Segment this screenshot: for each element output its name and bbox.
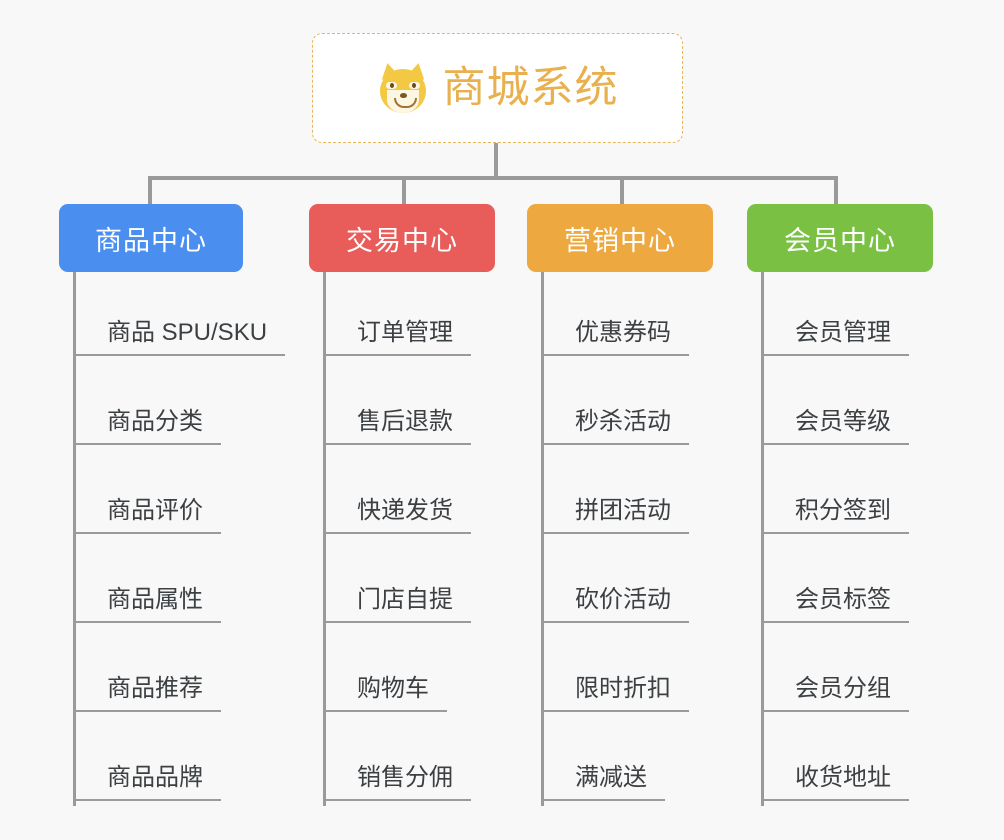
leaf-item[interactable]: 满减送 (527, 717, 713, 806)
connector-drop-1 (148, 176, 152, 208)
root-title: 商城系统 (442, 63, 619, 112)
leaf-list-2: 订单管理售后退款快递发货门店自提购物车销售分佣 (309, 272, 495, 806)
branch-spine-4 (761, 272, 764, 806)
leaf-label: 会员管理 (763, 319, 909, 356)
leaf-label: 售后退款 (325, 408, 471, 445)
leaf-label: 会员标签 (763, 586, 909, 623)
leaf-item[interactable]: 订单管理 (309, 272, 495, 361)
leaf-item[interactable]: 会员标签 (747, 539, 933, 628)
leaf-label: 商品评价 (75, 497, 221, 534)
leaf-item[interactable]: 优惠券码 (527, 272, 713, 361)
leaf-item[interactable]: 会员分组 (747, 628, 933, 717)
leaf-item[interactable]: 收货地址 (747, 717, 933, 806)
leaf-item[interactable]: 商品评价 (59, 450, 243, 539)
leaf-label: 砍价活动 (543, 586, 689, 623)
branch-header-3[interactable]: 营销中心 (527, 204, 713, 272)
leaf-label: 商品分类 (75, 408, 221, 445)
leaf-label: 商品推荐 (75, 675, 221, 712)
branch-column-3: 营销中心优惠券码秒杀活动拼团活动砍价活动限时折扣满减送 (527, 204, 713, 806)
leaf-item[interactable]: 商品属性 (59, 539, 243, 628)
leaf-label: 秒杀活动 (543, 408, 689, 445)
branch-spine-2 (323, 272, 326, 806)
leaf-label: 快递发货 (325, 497, 471, 534)
leaf-item[interactable]: 商品 SPU/SKU (59, 272, 286, 361)
leaf-list-3: 优惠券码秒杀活动拼团活动砍价活动限时折扣满减送 (527, 272, 713, 806)
leaf-item[interactable]: 销售分佣 (309, 717, 495, 806)
leaf-label: 满减送 (543, 764, 665, 801)
leaf-item[interactable]: 会员管理 (747, 272, 933, 361)
leaf-label: 优惠券码 (543, 319, 689, 356)
leaf-label: 拼团活动 (543, 497, 689, 534)
branch-column-2: 交易中心订单管理售后退款快递发货门店自提购物车销售分佣 (309, 204, 495, 806)
leaf-item[interactable]: 商品推荐 (59, 628, 243, 717)
leaf-item[interactable]: 限时折扣 (527, 628, 713, 717)
leaf-item[interactable]: 门店自提 (309, 539, 495, 628)
leaf-item[interactable]: 售后退款 (309, 361, 495, 450)
connector-horizontal-bus (148, 176, 836, 180)
root-node[interactable]: 商城系统 (312, 33, 683, 143)
connector-root-stem (494, 143, 498, 179)
branch-column-1: 商品中心商品 SPU/SKU 商品分类商品评价商品属性商品推荐商品品牌 (59, 204, 286, 806)
leaf-item[interactable]: 快递发货 (309, 450, 495, 539)
leaf-label: 积分签到 (763, 497, 909, 534)
leaf-label: 商品品牌 (75, 764, 221, 801)
leaf-label: 会员分组 (763, 675, 909, 712)
branch-spine-1 (73, 272, 76, 806)
leaf-label: 限时折扣 (543, 675, 689, 712)
leaf-list-1: 商品 SPU/SKU 商品分类商品评价商品属性商品推荐商品品牌 (59, 272, 286, 806)
shiba-dog-icon (377, 61, 429, 114)
leaf-label: 商品 SPU/SKU (75, 319, 286, 356)
leaf-label: 销售分佣 (325, 764, 471, 801)
leaf-list-4: 会员管理会员等级积分签到会员标签会员分组收货地址 (747, 272, 933, 806)
connector-drop-2 (402, 176, 406, 208)
leaf-item[interactable]: 砍价活动 (527, 539, 713, 628)
leaf-item[interactable]: 拼团活动 (527, 450, 713, 539)
connector-drop-4 (834, 176, 838, 208)
leaf-item[interactable]: 秒杀活动 (527, 361, 713, 450)
leaf-label: 门店自提 (325, 586, 471, 623)
leaf-label: 订单管理 (325, 319, 471, 356)
leaf-item[interactable]: 商品品牌 (59, 717, 243, 806)
branch-header-2[interactable]: 交易中心 (309, 204, 495, 272)
connector-drop-3 (620, 176, 624, 208)
branch-column-4: 会员中心会员管理会员等级积分签到会员标签会员分组收货地址 (747, 204, 933, 806)
branch-header-4[interactable]: 会员中心 (747, 204, 933, 272)
leaf-item[interactable]: 积分签到 (747, 450, 933, 539)
branch-spine-3 (541, 272, 544, 806)
leaf-label: 会员等级 (763, 408, 909, 445)
branch-header-1[interactable]: 商品中心 (59, 204, 243, 272)
leaf-label: 购物车 (325, 675, 447, 712)
leaf-item[interactable]: 商品分类 (59, 361, 243, 450)
leaf-label: 收货地址 (763, 764, 909, 801)
leaf-item[interactable]: 会员等级 (747, 361, 933, 450)
leaf-label: 商品属性 (75, 586, 221, 623)
leaf-item[interactable]: 购物车 (309, 628, 495, 717)
